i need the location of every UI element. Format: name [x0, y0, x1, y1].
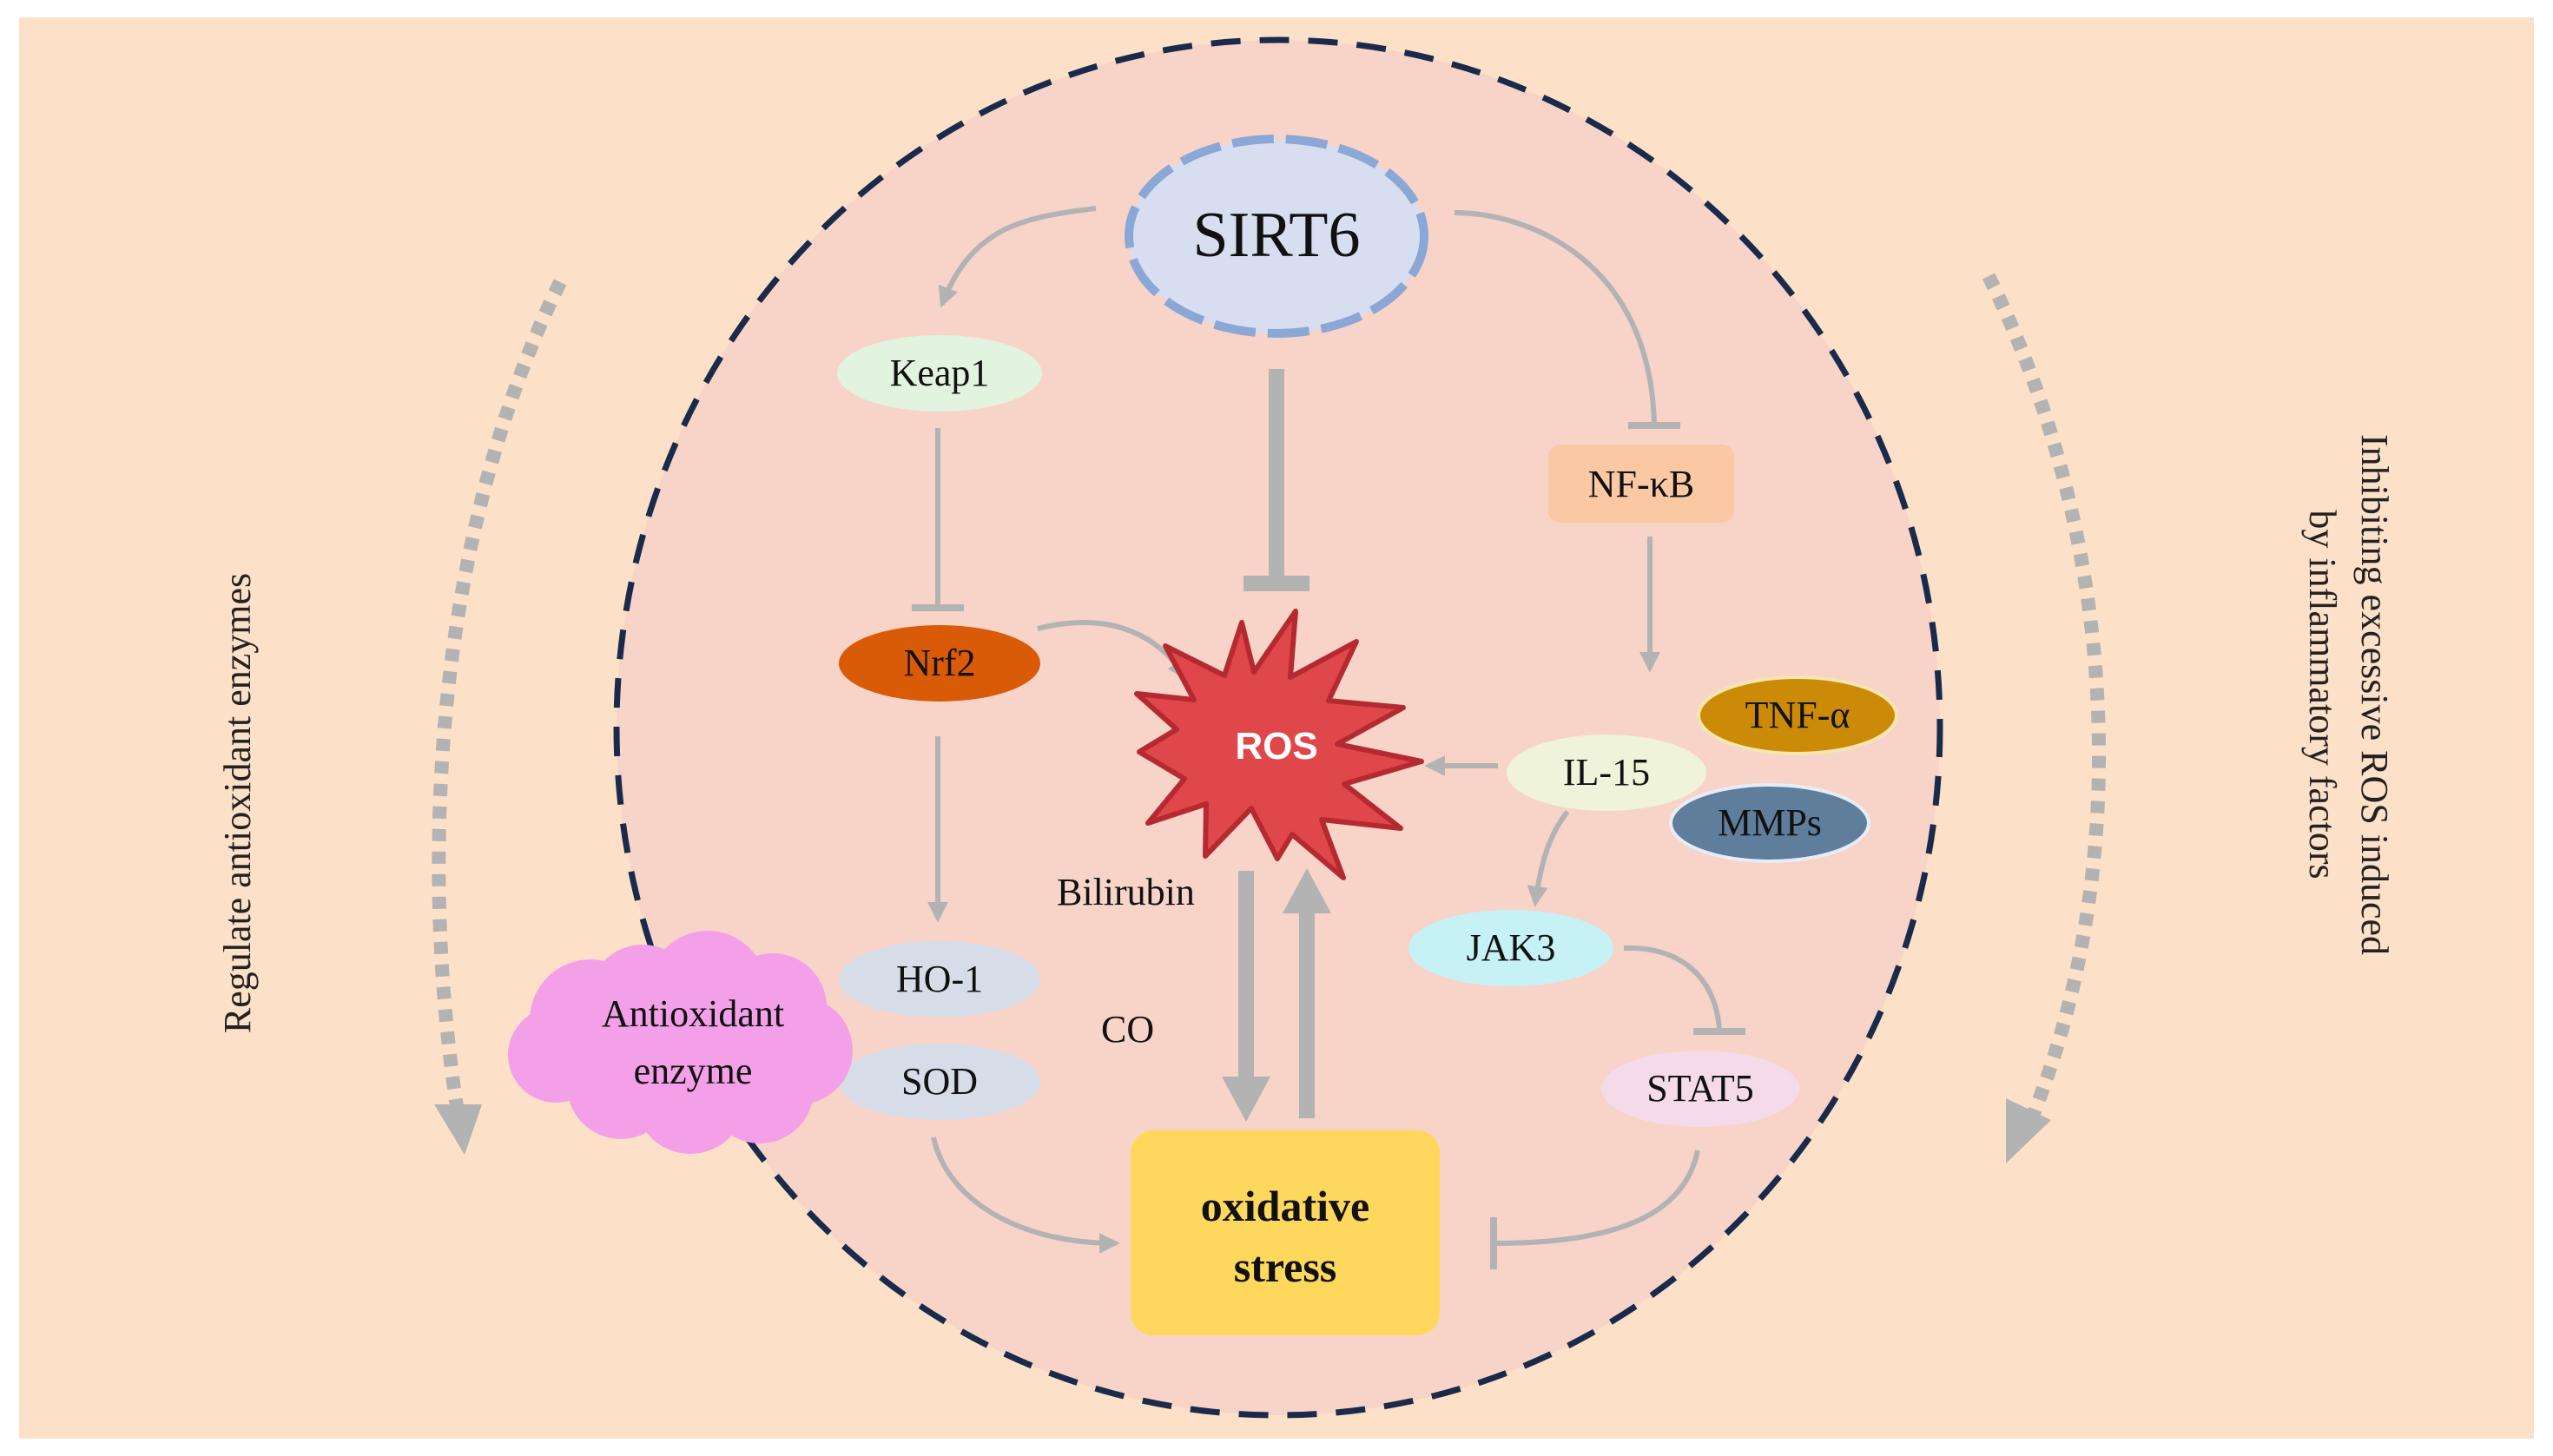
nfkb-label: NF-κB: [1588, 463, 1694, 505]
antioxidant-label-line2: enzyme: [634, 1050, 753, 1092]
node-oxidative-stress: oxidative stress: [1131, 1130, 1440, 1335]
sirt6-label: SIRT6: [1193, 200, 1361, 271]
node-nfkb: NF-κB: [1548, 445, 1734, 523]
il15-shape: [1507, 735, 1706, 811]
ros-label: ROS: [1235, 725, 1317, 768]
inhibit-sirt6-to-nfkb: [1454, 210, 1657, 425]
co-label: CO: [1101, 1008, 1154, 1051]
nrf2-shape: [839, 625, 1040, 702]
node-stat5: STAT5: [1601, 1051, 1799, 1127]
nrf2-label: Nrf2: [903, 642, 975, 684]
dashed-ellipse-icon: [1125, 135, 1428, 338]
keap1-label: Keap1: [890, 352, 990, 394]
starburst-shape-icon: [1134, 609, 1424, 880]
oxidative-stress-line2: stress: [1234, 1242, 1337, 1291]
inhibit-jak3-to-stat5: [1623, 945, 1722, 1030]
node-keap1: Keap1: [837, 335, 1042, 412]
sod-label: SOD: [901, 1060, 978, 1103]
arrow-stress-to-ros-head: [1283, 868, 1331, 913]
arrow-sod-to-stress: [931, 1136, 1120, 1254]
stat5-shape: [1601, 1051, 1799, 1127]
node-mmps: MMPs: [1669, 783, 1870, 863]
oxidative-stress-shape: [1131, 1130, 1440, 1335]
keap1-shape: [837, 335, 1042, 412]
cloud-shape-icon: [508, 931, 853, 1154]
nfkb-shape: [1548, 445, 1734, 523]
node-antioxidant-enzyme: Antioxidant enzyme: [508, 931, 853, 1154]
sod-shape: [839, 1044, 1040, 1120]
left-curved-dotted-arrow: [432, 279, 567, 1130]
arrow-ros-to-stress-head: [1222, 1077, 1270, 1122]
ho1-label: HO-1: [896, 958, 983, 1000]
node-ho1: HO-1: [839, 941, 1040, 1018]
bilirubin-label: Bilirubin: [1057, 871, 1195, 913]
jak3-label: JAK3: [1467, 926, 1556, 969]
node-sod: SOD: [839, 1044, 1040, 1120]
right-curved-dotted-arrow: [1982, 273, 2106, 1132]
arrow-sirt6-to-keap1: [938, 206, 1097, 308]
mmps-shape: [1669, 783, 1870, 863]
ho1-shape: [839, 941, 1040, 1018]
tnfa-shape: [1697, 675, 1898, 755]
mmps-label: MMPs: [1718, 801, 1822, 844]
arrow-il15-to-jak3: [1527, 810, 1570, 907]
jak3-shape: [1408, 910, 1613, 986]
node-nrf2: Nrf2: [839, 625, 1040, 702]
antioxidant-label-line1: Antioxidant: [602, 992, 784, 1035]
inhibit-stat5-to-stress: [1494, 1150, 1700, 1246]
node-il15: IL-15: [1507, 735, 1706, 811]
stat5-label: STAT5: [1646, 1067, 1754, 1110]
node-sirt6: SIRT6: [1125, 135, 1428, 338]
node-tnfa: TNF-α: [1697, 675, 1898, 755]
left-curved-arrow-head: [434, 1104, 482, 1155]
right-curved-arrow-head: [2006, 1098, 2051, 1163]
left-side-label: Regulate antioxidant enzymes: [216, 573, 259, 1033]
oxidative-stress-line1: oxidative: [1201, 1182, 1369, 1230]
right-side-label-line1: Inhibiting excessive ROS induced: [2353, 434, 2396, 955]
right-side-label-line2: by inflammatory factors: [2301, 510, 2344, 879]
node-ros: ROS: [1134, 609, 1424, 880]
tnfa-label: TNF-α: [1745, 694, 1850, 736]
node-jak3: JAK3: [1408, 910, 1613, 986]
il15-label: IL-15: [1563, 751, 1650, 794]
